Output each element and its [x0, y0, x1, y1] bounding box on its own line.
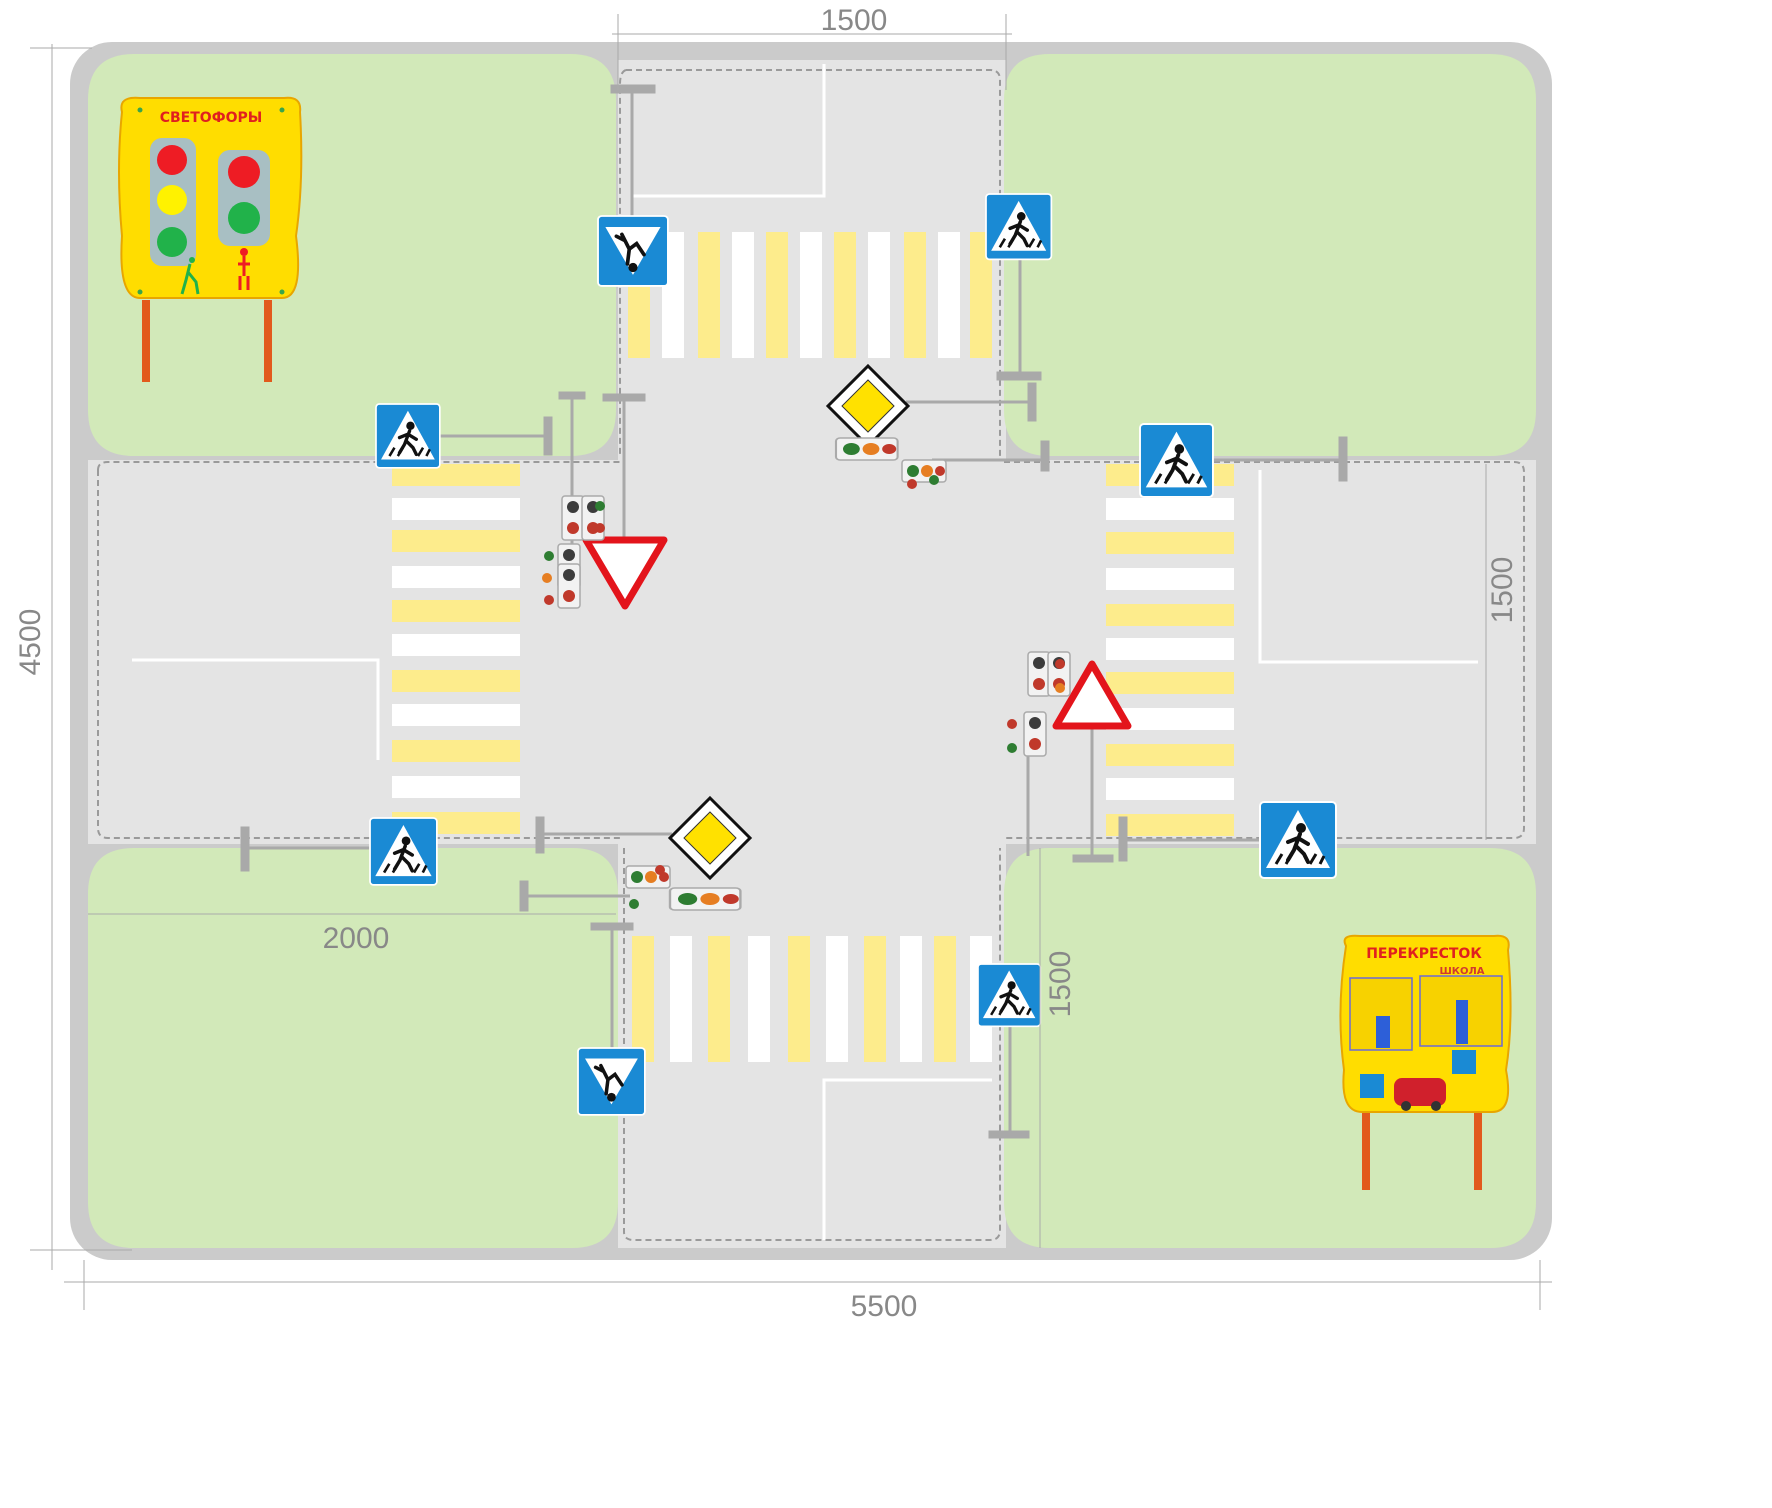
- zebra-right: [1106, 464, 1234, 836]
- warning-triangle-sign: [1052, 660, 1132, 730]
- underground-crossing-sign: [596, 214, 670, 288]
- pedestrian-crossing-sign: [984, 192, 1054, 262]
- intersection-board-title: ПЕРЕКРЕСТОК: [1366, 946, 1482, 962]
- traffic-light-cluster-right: [1007, 651, 1071, 757]
- dim-total-width: 5500: [851, 1290, 918, 1323]
- school-label: ШКОЛА: [1439, 966, 1484, 977]
- dim-road-top: 1500: [821, 4, 888, 37]
- intersection-board: ПЕРЕКРЕСТОК ШКОЛА: [1339, 934, 1512, 1190]
- dim-corner-width: 2000: [323, 922, 390, 955]
- road-horizontal: [88, 460, 1536, 844]
- grass-bottom-left: [88, 848, 618, 1248]
- lane-lines: [132, 64, 1478, 1240]
- pedestrian-crossing-sign: [368, 816, 439, 887]
- zebra-left: [392, 464, 520, 834]
- grass-top-right: [1004, 54, 1536, 456]
- dim-road-right: 1500: [1486, 557, 1519, 624]
- give-way-sign: [582, 536, 668, 610]
- dim-road-bottom: 1500: [1044, 951, 1077, 1018]
- pedestrian-crossing-sign: [1138, 422, 1215, 499]
- traffic-light-cluster-top-left: [542, 495, 605, 609]
- pedestrian-crossing-sign: [1258, 800, 1338, 880]
- traffic-light-cluster-bottom-left: [625, 865, 742, 912]
- dimension-lines: [30, 14, 1552, 1310]
- road-edge-dashes: [97, 69, 1525, 1241]
- underground-crossing-sign: [576, 1046, 647, 1117]
- traffic-light-cluster-top-right: [834, 436, 947, 489]
- pedestrian-crossing-sign: [374, 402, 442, 470]
- pedestrian-crossing-sign: [976, 962, 1042, 1028]
- dim-total-height: 4500: [14, 609, 47, 676]
- sign-poles: [240, 84, 1348, 1139]
- traffic-lights-board-title: СВЕТОФОРЫ: [160, 110, 263, 126]
- traffic-lights-board: СВЕТОФОРЫ: [118, 96, 303, 382]
